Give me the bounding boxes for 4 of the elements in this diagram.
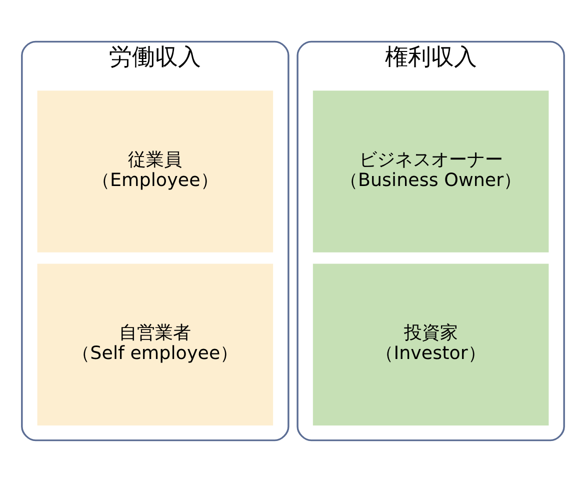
node-box: 投資家（Investor）: [310, 261, 551, 428]
node-box: ビジネスオーナー（Business Owner）: [310, 88, 551, 254]
node-box: 自営業者（Self employee）: [35, 261, 276, 428]
node-box: 従業員（Employee）: [35, 88, 276, 254]
